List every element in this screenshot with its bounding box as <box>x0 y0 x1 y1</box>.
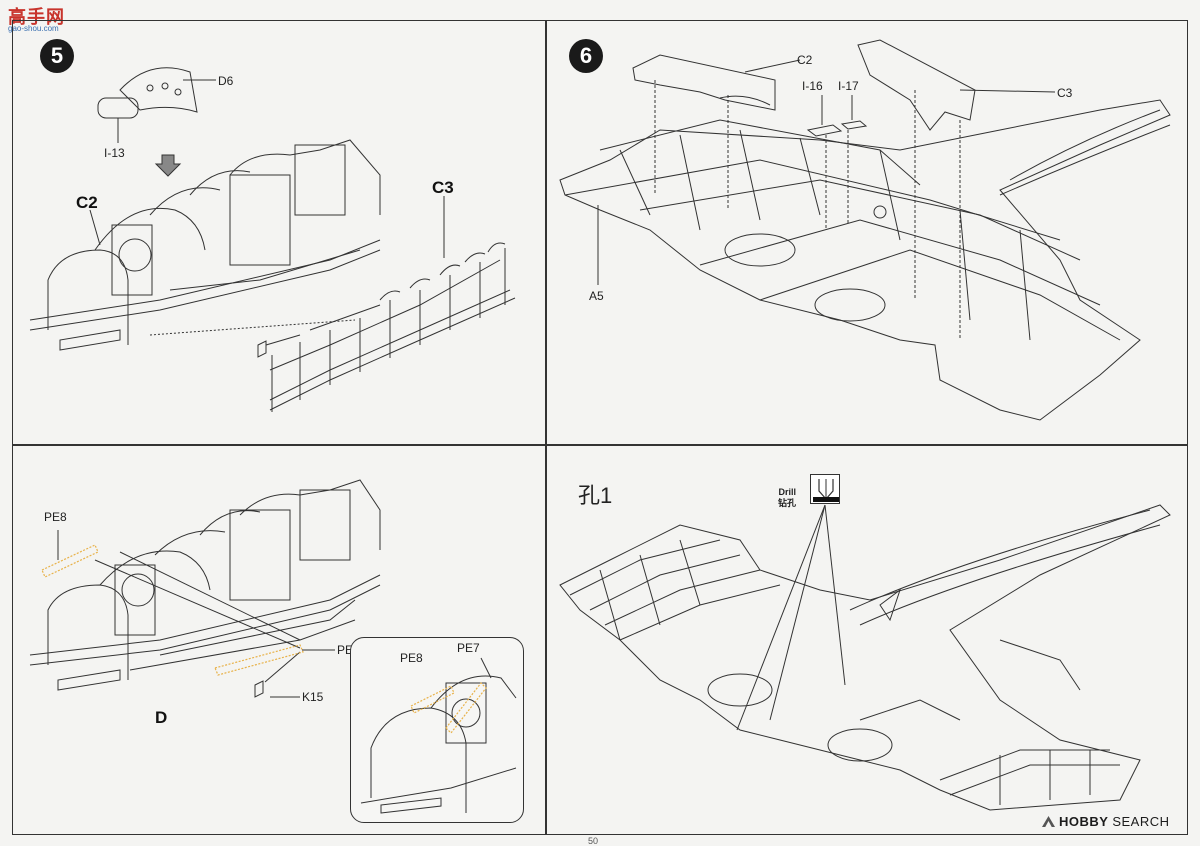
hole-title: 孔1 <box>578 483 613 508</box>
stepd-label-pe8: PE8 <box>44 510 67 524</box>
hobby-text: HOBBY <box>1059 814 1109 829</box>
search-text: SEARCH <box>1112 814 1170 829</box>
stepd-label-k15: K15 <box>302 690 324 704</box>
stepd-label-d: D <box>155 708 168 727</box>
label-c2-bold: C2 <box>76 193 98 212</box>
inset-label-pe8: PE8 <box>400 651 423 665</box>
drill-label-en: Drill <box>778 487 797 497</box>
horizontal-divider <box>12 444 1188 446</box>
inset-label-pe7: PE7 <box>457 641 480 655</box>
step6-label-i17: I-17 <box>838 79 859 93</box>
drill-icon <box>810 474 840 504</box>
drill-text: Drill 钻孔 <box>778 487 796 509</box>
step6-label-i16: I-16 <box>802 79 823 93</box>
label-c3-bold: C3 <box>432 178 454 197</box>
drill-label-cn: 钻孔 <box>778 498 797 508</box>
step6-label-c3: C3 <box>1057 86 1073 100</box>
label-i13: I-13 <box>104 146 125 160</box>
hobbysearch-mark-icon <box>1042 816 1055 827</box>
label-d6: D6 <box>218 74 234 88</box>
detail-inset <box>350 637 524 823</box>
step6-label-c2: C2 <box>797 53 813 67</box>
inset-drawing <box>360 657 517 814</box>
watermark-brand-cn: 高手网 <box>8 7 65 27</box>
step-6-number: 6 <box>569 39 603 73</box>
step-5-drawing <box>29 67 516 412</box>
step-5-number: 5 <box>40 39 74 73</box>
step-6-drawing <box>559 39 1171 421</box>
watermark-logo: 高手网 gao-shou.com <box>4 3 74 35</box>
page-frame <box>12 20 1188 835</box>
step-d-drawing <box>29 479 381 698</box>
step6-label-a5: A5 <box>589 289 604 303</box>
page-number: 50 <box>588 836 599 846</box>
hobbysearch-logo: HOBBY SEARCH <box>1042 814 1170 829</box>
vertical-divider <box>545 20 547 835</box>
watermark-brand-url: gao-shou.com <box>8 24 59 33</box>
